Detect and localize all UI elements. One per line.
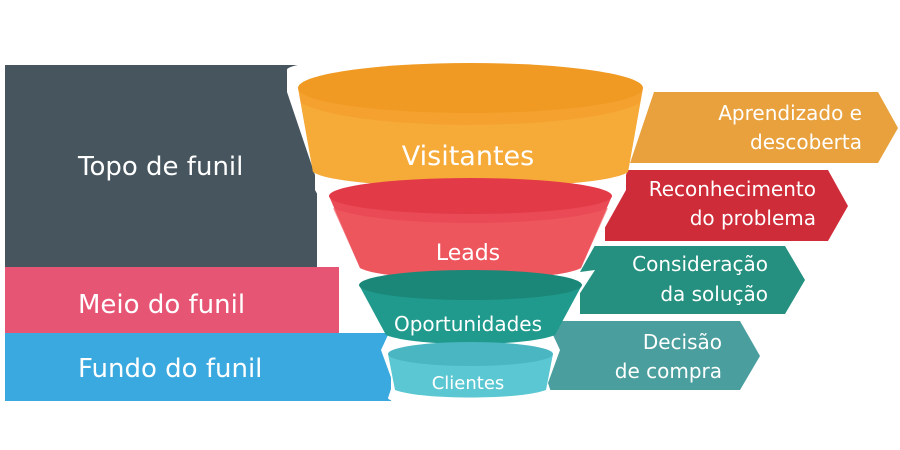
funnel-stage-clientes-top: [388, 342, 553, 366]
funnel-stage-leads-top: [329, 178, 612, 214]
step-arrow-decision-line-2: de compra: [615, 359, 722, 383]
section-label-top: Topo de funil: [77, 152, 243, 182]
funnel-stage-leads-label: Leads: [436, 241, 500, 266]
funnel-stage-oportunidades-body: [359, 285, 582, 344]
step-arrow-decision-line-1: Decisão: [643, 330, 722, 354]
funnel-stage-clientes-label: Clientes: [432, 373, 505, 394]
step-arrow-recognition-line-1: Reconhecimento: [649, 177, 816, 201]
step-arrow-recognition-line-2: do problema: [690, 206, 816, 230]
section-label-bottom: Fundo do funil: [78, 354, 262, 384]
funnel-stage-oportunidades-top: [359, 270, 582, 300]
step-arrow-learning: [628, 92, 898, 163]
step-arrow-learning-line-1: Aprendizado e: [718, 101, 862, 125]
funnel-stage-leads-shade: [333, 208, 608, 280]
funnel-stage-clientes-body: [388, 354, 553, 398]
funnel-stage-visitantes-shade: [301, 103, 640, 187]
section-band-top: [5, 65, 317, 267]
section-band-bottom: [5, 333, 391, 401]
funnel-stage-visitantes-label: Visitantes: [402, 141, 534, 172]
funnel-stage-oportunidades-label: Oportunidades: [394, 312, 542, 336]
step-arrow-consideration-line-2: da solução: [660, 282, 768, 306]
step-arrow-consideration-line-1: Consideração: [632, 252, 768, 276]
step-arrow-recognition: [605, 170, 848, 241]
funnel-stage-visitantes-top: [298, 63, 643, 113]
section-label-middle: Meio do funil: [78, 290, 245, 320]
step-arrow-decision: [545, 321, 760, 390]
section-band-middle: [5, 267, 339, 333]
step-arrow-learning-line-2: descoberta: [750, 130, 862, 154]
step-arrow-consideration: [580, 246, 805, 314]
